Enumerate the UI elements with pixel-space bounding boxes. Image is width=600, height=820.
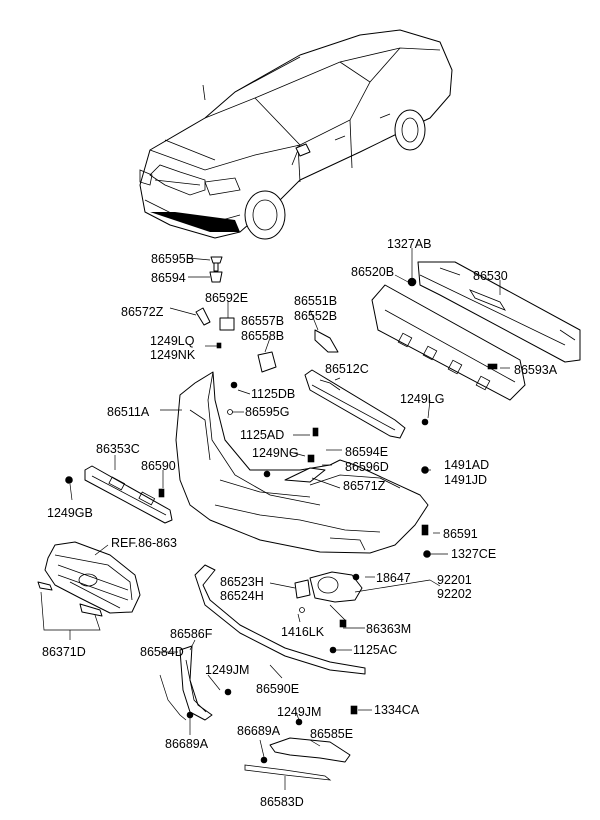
car-illustration — [139, 29, 453, 240]
part-label: REF.86-863 — [111, 536, 177, 550]
part-label: 86551B — [294, 294, 337, 308]
part-label: 86558B — [241, 329, 284, 343]
bumper-cover — [175, 371, 429, 554]
part-label: 86689A — [165, 737, 209, 751]
part-label: 86371D — [42, 645, 86, 659]
side-fender-parts — [159, 645, 358, 781]
part-label: 1491JD — [444, 473, 487, 487]
part-label: 86689A — [237, 724, 281, 738]
part-label: 1334CA — [374, 703, 420, 717]
part-label: 86572Z — [121, 305, 164, 319]
leader-lines — [40, 248, 510, 790]
part-label: 86590 — [141, 459, 176, 473]
part-label: 1491AD — [444, 458, 489, 472]
part-label: 86571Z — [343, 479, 386, 493]
part-label: 86586F — [170, 627, 213, 641]
part-label: 1416LK — [281, 625, 325, 639]
upper-clips — [195, 256, 339, 415]
part-label: 86511A — [107, 405, 150, 419]
part-label: 86523H — [220, 575, 264, 589]
part-label: 18647 — [376, 571, 411, 585]
part-label: 1327AB — [387, 237, 431, 251]
lower-grille-support — [65, 465, 173, 524]
part-label: 86590E — [256, 682, 299, 696]
part-label: 86530 — [473, 269, 508, 283]
part-label: 86524H — [220, 589, 264, 603]
upper-grille-support — [263, 369, 429, 478]
part-label: 86520B — [351, 265, 394, 279]
radiator-grille — [37, 541, 141, 617]
part-label: 92202 — [437, 587, 472, 601]
part-label: 86594 — [151, 271, 186, 285]
part-label: 1249JM — [205, 663, 249, 677]
part-label: 86594E — [345, 445, 388, 459]
part-label: 86552B — [294, 309, 337, 323]
part-label: 86595B — [151, 252, 194, 266]
part-label: 1249NK — [150, 348, 196, 362]
part-label: 86595G — [245, 405, 289, 419]
part-label: 1249JM — [277, 705, 321, 719]
part-label: 1125AC — [353, 643, 397, 657]
part-labels: 86595B 86594 86572Z 86592E 86551B 86552B… — [42, 237, 558, 809]
part-label: 1125AD — [240, 428, 284, 442]
fog-lamp-assembly — [294, 571, 363, 628]
part-label: 86592E — [205, 291, 248, 305]
part-label: 86363M — [366, 622, 411, 636]
part-label: 1249LQ — [150, 334, 195, 348]
part-label: 86583D — [260, 795, 304, 809]
part-label: 86512C — [325, 362, 369, 376]
part-label: 1249GB — [47, 506, 93, 520]
part-label: 86353C — [96, 442, 140, 456]
part-label: 1327CE — [451, 547, 496, 561]
part-label: 86557B — [241, 314, 284, 328]
part-label: 86584D — [140, 645, 184, 659]
part-label: 86593A — [514, 363, 558, 377]
part-label: 86591 — [443, 527, 478, 541]
lower-strip — [194, 564, 366, 675]
part-label: 1125DB — [251, 387, 295, 401]
part-label: 86596D — [345, 460, 389, 474]
part-label: 1249LG — [400, 392, 444, 406]
part-label: 92201 — [437, 573, 472, 587]
bumper-beam-assembly — [371, 261, 581, 401]
part-label: 86585E — [310, 727, 353, 741]
part-label: 1249NG — [252, 446, 299, 460]
